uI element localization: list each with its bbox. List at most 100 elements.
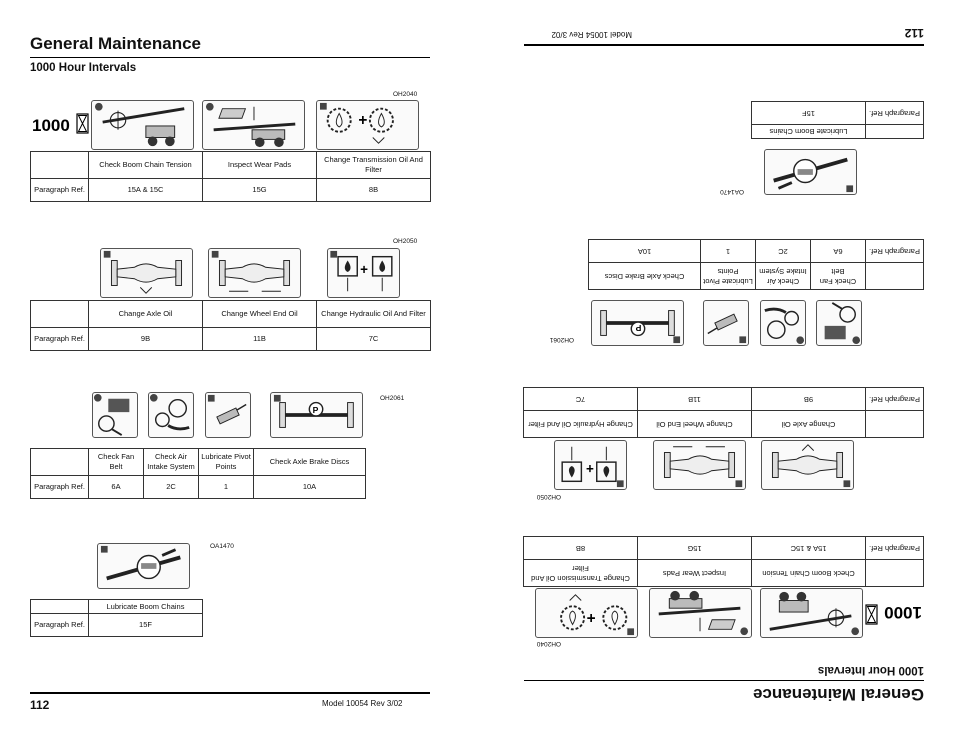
figure-code: OH2050 bbox=[393, 238, 418, 245]
table-row: Check Fan Belt Check Air Intake System L… bbox=[30, 448, 366, 476]
row-header: Paragraph Ref. bbox=[865, 101, 924, 125]
figure-code: OH2050 bbox=[536, 493, 561, 500]
figure-code: OH2061 bbox=[380, 395, 405, 402]
table-cell: 9B bbox=[751, 387, 866, 411]
table-cell: Check Axle Brake Discs bbox=[253, 448, 366, 476]
svg-text:+: + bbox=[358, 112, 367, 129]
row-header: Paragraph Ref. bbox=[865, 239, 924, 263]
table-cell: Check Fan Belt bbox=[810, 262, 866, 290]
row-header: Paragraph Ref. bbox=[865, 387, 924, 411]
table-row: Check Boom Chain Tension Inspect Wear Pa… bbox=[30, 151, 431, 179]
pivot-points-image bbox=[205, 392, 251, 438]
table-cell: 9B bbox=[88, 327, 203, 351]
table-row: Paragraph Ref. 9B 11B 7C bbox=[30, 327, 431, 351]
table-cell: Inspect Wear Pads bbox=[202, 151, 317, 179]
table-cell: Check Air Intake System bbox=[755, 262, 811, 290]
table-cell: Lubricate Boom Chains bbox=[88, 599, 203, 614]
table-cell: 7C bbox=[523, 387, 638, 411]
table-cell: Check Fan Belt bbox=[88, 448, 144, 476]
table-cell: Change Hydraulic Oil And Filter bbox=[316, 300, 431, 328]
page-number: 112 bbox=[904, 26, 924, 40]
interval-number: 1000 bbox=[884, 603, 922, 622]
footer-rule bbox=[30, 692, 430, 694]
axle-oil-image bbox=[100, 248, 193, 298]
figure-code: OH2040 bbox=[536, 640, 561, 647]
table-cell: 15A & 15C bbox=[751, 536, 866, 560]
reference-table: Check Fan Belt Check Air Intake System L… bbox=[588, 239, 924, 290]
table-cell: 1 bbox=[700, 239, 756, 263]
section-title: 1000 Hour Intervals bbox=[30, 62, 137, 74]
left-page: General Maintenance 1000 Hour Intervals … bbox=[30, 34, 431, 712]
table-row: Paragraph Ref. 15F bbox=[30, 613, 203, 637]
table-cell: Change Wheel End Oil bbox=[202, 300, 317, 328]
interval-number: 1000 bbox=[32, 116, 70, 135]
table-cell: 10A bbox=[588, 239, 701, 263]
boom-chains-lube-image bbox=[764, 149, 857, 195]
table-cell: Check Boom Chain Tension bbox=[751, 559, 866, 587]
transmission-oil-image: + bbox=[535, 588, 638, 638]
row-header: Paragraph Ref. bbox=[30, 327, 89, 351]
figure-code: OH2040 bbox=[393, 91, 418, 98]
table-cell: Change Hydraulic Oil And Filter bbox=[523, 410, 638, 438]
table-cell: 8B bbox=[523, 536, 638, 560]
footer-model: Model 10054 Rev 3/02 bbox=[551, 30, 633, 39]
figure-code: OA1470 bbox=[720, 188, 744, 195]
table-row: Check Boom Chain Tension Inspect Wear Pa… bbox=[523, 559, 924, 587]
pivot-points-image bbox=[703, 300, 749, 346]
table-row: Lubricate Boom Chains bbox=[751, 124, 924, 139]
reference-table: Lubricate Boom Chains Paragraph Ref. 15F bbox=[30, 599, 203, 637]
axle-oil-image bbox=[761, 440, 854, 490]
svg-text:+: + bbox=[586, 461, 594, 476]
row-header: Paragraph Ref. bbox=[865, 536, 924, 560]
table-cell: Inspect Wear Pads bbox=[637, 559, 752, 587]
table-cell: Lubricate Boom Chains bbox=[751, 124, 866, 139]
reference-table: Lubricate Boom Chains Paragraph Ref. 15F bbox=[751, 101, 924, 139]
reference-table: Check Boom Chain Tension Inspect Wear Pa… bbox=[30, 151, 431, 202]
reference-table: Check Fan Belt Check Air Intake System L… bbox=[30, 448, 366, 499]
table-cell: Change Transmission Oil And Filter bbox=[316, 151, 431, 179]
row-header: Paragraph Ref. bbox=[30, 178, 89, 202]
boom-chains-lube-image bbox=[97, 543, 190, 589]
section-title: 1000 Hour Intervals bbox=[817, 664, 924, 676]
table-cell: Change Wheel End Oil bbox=[637, 410, 752, 438]
reference-table: Change Axle Oil Change Wheel End Oil Cha… bbox=[30, 300, 431, 351]
table-row: Change Axle Oil Change Wheel End Oil Cha… bbox=[30, 300, 431, 328]
svg-text:+: + bbox=[587, 609, 596, 626]
table-row: Paragraph Ref. 15A & 15C 15G 8B bbox=[30, 178, 431, 202]
table-cell: 15G bbox=[637, 536, 752, 560]
hourglass-icon bbox=[865, 604, 878, 625]
table-cell: Check Boom Chain Tension bbox=[88, 151, 203, 179]
table-cell: Lubricate Pivot Points bbox=[700, 262, 756, 290]
reference-table: Check Boom Chain Tension Inspect Wear Pa… bbox=[523, 536, 924, 587]
table-cell: 8B bbox=[316, 178, 431, 202]
footer-rule bbox=[524, 44, 924, 46]
table-cell: Change Axle Oil bbox=[751, 410, 866, 438]
svg-text:P: P bbox=[313, 405, 319, 415]
table-cell: 2C bbox=[755, 239, 811, 263]
table-cell: 15F bbox=[88, 613, 203, 637]
row-header: Paragraph Ref. bbox=[30, 613, 89, 637]
page-title: General Maintenance bbox=[30, 34, 202, 53]
figure-code: OA1470 bbox=[210, 543, 234, 550]
wheel-end-oil-image bbox=[653, 440, 746, 490]
title-rule bbox=[30, 57, 430, 58]
title-rule bbox=[524, 680, 924, 681]
interval-1000-mark: 1000 bbox=[32, 100, 90, 150]
brake-discs-image: P bbox=[270, 392, 363, 438]
boom-chain-tension-image bbox=[760, 588, 863, 638]
figure-code: OH2061 bbox=[549, 336, 574, 343]
table-cell: 2C bbox=[143, 475, 199, 499]
fan-belt-image bbox=[92, 392, 138, 438]
table-row: Change Axle Oil Change Wheel End Oil Cha… bbox=[523, 410, 924, 438]
boom-chain-tension-image bbox=[91, 100, 194, 150]
table-cell: 11B bbox=[637, 387, 752, 411]
wheel-end-oil-image bbox=[208, 248, 301, 298]
table-cell: Check Axle Brake Discs bbox=[588, 262, 701, 290]
table-cell: 1 bbox=[198, 475, 254, 499]
table-cell: 7C bbox=[316, 327, 431, 351]
table-row: Check Fan Belt Check Air Intake System L… bbox=[588, 262, 924, 290]
wear-pads-image bbox=[202, 100, 305, 150]
air-intake-image bbox=[148, 392, 194, 438]
page-number: 112 bbox=[30, 698, 50, 712]
table-cell: 6A bbox=[88, 475, 144, 499]
